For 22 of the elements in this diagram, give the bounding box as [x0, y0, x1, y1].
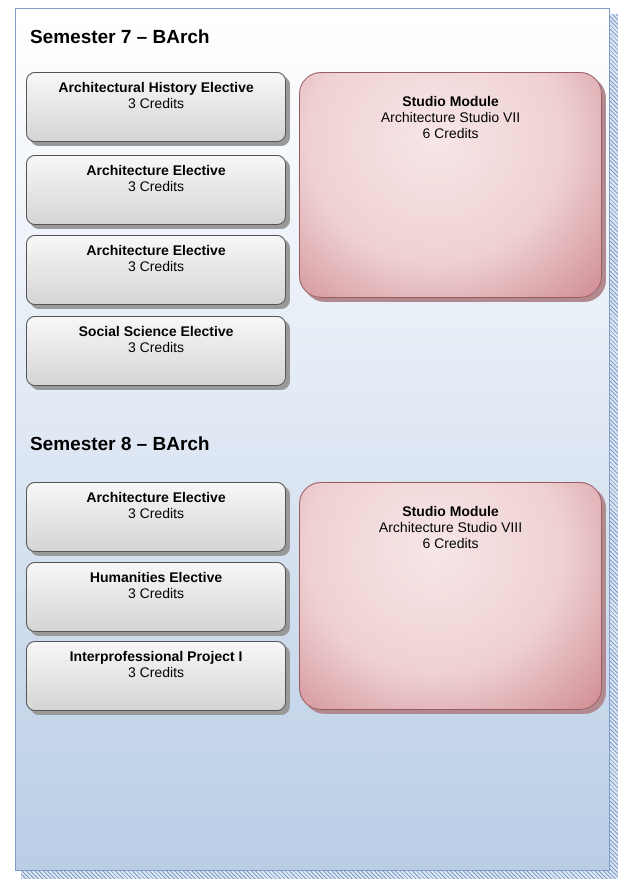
course-title: Studio Module	[401, 503, 500, 519]
course-title: Humanities Elective	[88, 569, 224, 585]
semester-heading: Semester 8 – BArch	[30, 434, 210, 456]
credits-text: 3 Credits	[126, 664, 186, 680]
credits-text: 3 Credits	[126, 258, 186, 274]
semester-heading: Semester 7 – BArch	[30, 27, 210, 49]
credits-text: 3 Credits	[126, 178, 186, 194]
course-title: Social Science Elective	[78, 323, 234, 339]
credits-text: 6 Credits	[421, 535, 480, 551]
credits-text: 3 Credits	[126, 505, 186, 521]
course-title: Architecture Elective	[85, 162, 227, 178]
course-subtitle: Architecture Studio VIII	[378, 519, 524, 535]
course-title: Architecture Elective	[85, 489, 227, 505]
course-title: Architecture Elective	[85, 242, 227, 258]
course-subtitle: Architecture Studio VII	[380, 109, 522, 125]
credits-text: 3 Credits	[126, 95, 186, 111]
credits-text: 3 Credits	[126, 585, 186, 601]
credits-text: 6 Credits	[421, 125, 480, 141]
course-title: Interprofessional Project I	[68, 648, 244, 664]
course-title: Studio Module	[401, 93, 500, 109]
course-title: Architectural History Elective	[57, 79, 255, 95]
credits-text: 3 Credits	[126, 339, 186, 355]
